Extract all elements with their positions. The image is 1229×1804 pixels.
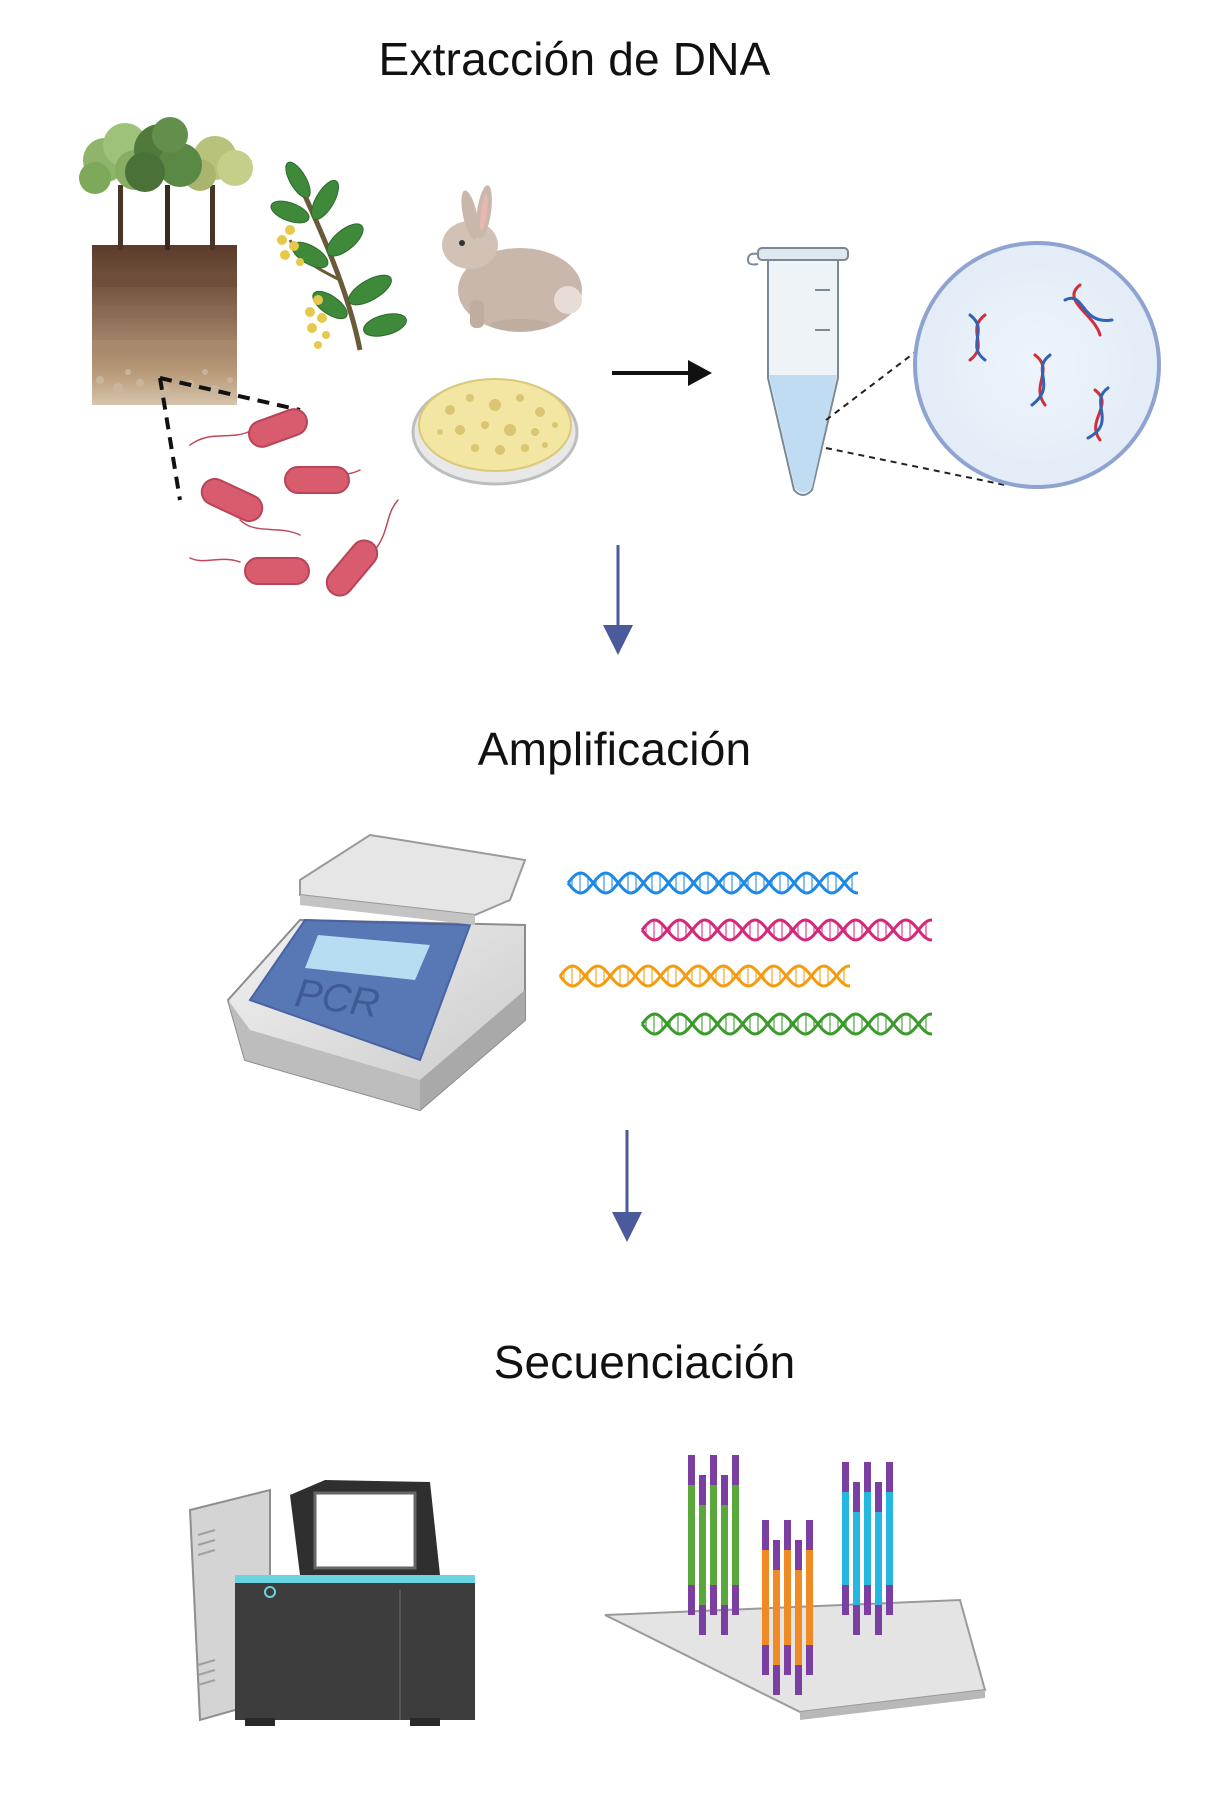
cluster-strand (762, 1520, 769, 1550)
step-title-amplification: Amplificación (477, 723, 752, 775)
cluster-strand (864, 1492, 871, 1585)
cluster-strand (699, 1475, 706, 1505)
cluster-strand (699, 1505, 706, 1605)
cluster-strand (710, 1485, 717, 1585)
cluster-strand (773, 1540, 780, 1570)
cluster-strand (784, 1645, 791, 1675)
cluster-strand (886, 1462, 893, 1492)
pcr-thermocycler-icon (226, 833, 527, 1112)
cluster-strand (864, 1585, 871, 1615)
step-title-sequencing: Secuenciación (493, 1336, 796, 1388)
cluster-strand (842, 1585, 849, 1615)
step-title-extraction: Extracción de DNA (378, 33, 771, 85)
cluster-strand (762, 1550, 769, 1645)
cluster-strand (795, 1570, 802, 1665)
cluster-strand (732, 1455, 739, 1485)
cluster-strand (710, 1455, 717, 1485)
soil-with-trees-icon (79, 117, 301, 501)
cluster-strand (853, 1605, 860, 1635)
cluster-strand (795, 1540, 802, 1570)
flow-cell-clusters-icon (688, 1455, 893, 1695)
cluster-strand (806, 1645, 813, 1675)
cluster-strand (875, 1512, 882, 1605)
cluster-strand (853, 1482, 860, 1512)
cluster-strand (721, 1505, 728, 1605)
cluster-strand (842, 1492, 849, 1585)
cluster-strand (886, 1585, 893, 1615)
dna-magnifier-icon (825, 241, 1161, 489)
down-arrow-2-icon (612, 1130, 642, 1242)
cluster-strand (710, 1585, 717, 1615)
petri-dish-icon (411, 378, 579, 486)
cluster-strand (688, 1455, 695, 1485)
cluster-strand (875, 1482, 882, 1512)
cluster-strand (773, 1665, 780, 1695)
cluster-strand (842, 1462, 849, 1492)
cluster-strand (762, 1645, 769, 1675)
down-arrow-1-icon (603, 545, 633, 655)
cluster-strand (853, 1512, 860, 1605)
cluster-strand (864, 1462, 871, 1492)
cluster-strand (806, 1520, 813, 1550)
cluster-strand (732, 1485, 739, 1585)
cluster-strand (699, 1605, 706, 1635)
cluster-strand (784, 1550, 791, 1645)
cluster-strand (784, 1520, 791, 1550)
cluster-strand (886, 1492, 893, 1585)
plant-branch-icon (270, 161, 407, 351)
cluster-strand (806, 1550, 813, 1645)
process-arrow-icon (612, 360, 712, 386)
bacteria-icon (189, 408, 399, 597)
cluster-strand (688, 1585, 695, 1615)
sequencer-machine-icon (188, 1480, 475, 1726)
dna-strands-icon (558, 871, 933, 1036)
cluster-strand (875, 1605, 882, 1635)
microtube-icon (746, 247, 849, 496)
cluster-strand (688, 1485, 695, 1585)
cluster-strand (773, 1570, 780, 1665)
cluster-strand (732, 1585, 739, 1615)
cluster-strand (795, 1665, 802, 1695)
cluster-strand (721, 1605, 728, 1635)
cluster-strand (721, 1475, 728, 1505)
rabbit-icon (442, 185, 582, 332)
